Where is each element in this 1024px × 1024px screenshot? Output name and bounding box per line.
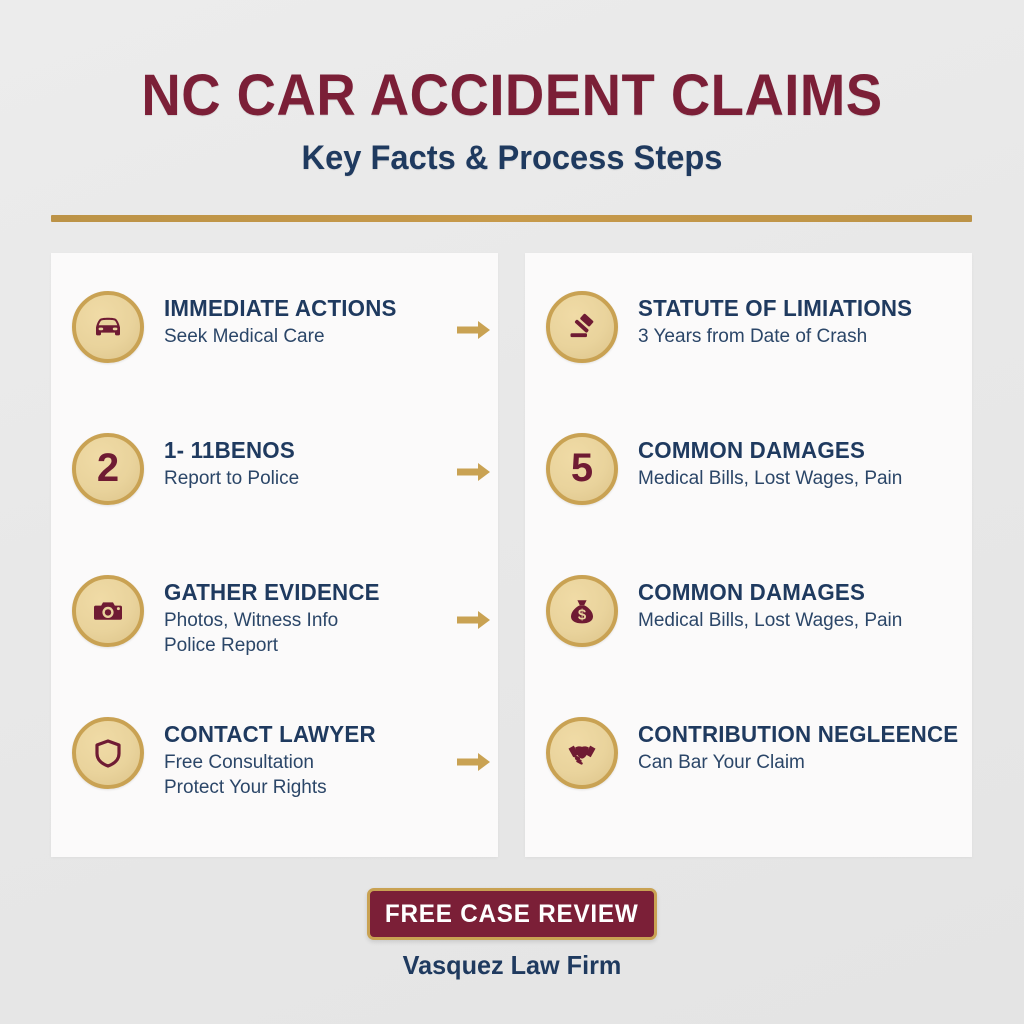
number-2-badge: 2 — [72, 433, 144, 505]
header-divider — [51, 215, 972, 222]
item-subline: Can Bar Your Claim — [638, 752, 805, 773]
car-icon — [72, 291, 144, 363]
item-title: CONTACT LAWYER — [164, 721, 376, 747]
left-panel: IMMEDIATE ACTIONS Seek Medical Care 2 1-… — [51, 253, 498, 857]
item-text-block: CONTACT LAWYER Free Consultation Protect… — [164, 717, 450, 800]
item-text-block: STATUTE OF LIMIATIONS 3 Years from Date … — [638, 291, 972, 349]
list-item[interactable]: GATHER EVIDENCE Photos, Witness Info Pol… — [72, 575, 492, 658]
cta-label: FREE CASE REVIEW — [385, 899, 639, 928]
item-title: COMMON DAMAGES — [638, 437, 866, 463]
right-panel: STATUTE OF LIMIATIONS 3 Years from Date … — [525, 253, 972, 857]
page-title: NC CAR ACCIDENT CLAIMS — [141, 63, 883, 128]
firm-name: Vasquez Law Firm — [402, 950, 622, 980]
item-text-block: IMMEDIATE ACTIONS Seek Medical Care — [164, 291, 450, 349]
shield-icon — [72, 717, 144, 789]
svg-text:$: $ — [578, 607, 587, 624]
item-title: STATUTE OF LIMIATIONS — [638, 295, 913, 321]
list-item[interactable]: 2 1- 11BENOS Report to Police — [72, 433, 492, 505]
free-case-review-button[interactable]: FREE CASE REVIEW — [367, 888, 657, 940]
item-subline: Seek Medical Care — [164, 326, 325, 347]
item-subline: Photos, Witness Info — [164, 610, 339, 631]
item-subline: Police Report — [164, 635, 279, 656]
number-5-badge: 5 — [546, 433, 618, 505]
item-subline: Medical Bills, Lost Wages, Pain — [638, 610, 903, 631]
item-subline: Medical Bills, Lost Wages, Pain — [638, 468, 903, 489]
item-text-block: 1- 11BENOS Report to Police — [164, 433, 450, 491]
badge-number: 2 — [96, 446, 120, 490]
list-item[interactable]: STATUTE OF LIMIATIONS 3 Years from Date … — [546, 291, 972, 363]
item-title: COMMON DAMAGES — [638, 579, 866, 605]
item-title: CONTRIBUTION NEGLEENCE — [638, 721, 959, 747]
gavel-icon — [546, 291, 618, 363]
list-item[interactable]: $ COMMON DAMAGES Medical Bills, Lost Wag… — [546, 575, 972, 647]
item-subline: 3 Years from Date of Crash — [638, 326, 868, 347]
arrow-right-icon — [456, 461, 492, 483]
item-subline: Free Consultation — [164, 752, 314, 773]
handshake-icon — [546, 717, 618, 789]
item-text-block: COMMON DAMAGES Medical Bills, Lost Wages… — [638, 433, 972, 491]
arrow-right-icon — [456, 319, 492, 341]
item-text-block: CONTRIBUTION NEGLEENCE Can Bar Your Clai… — [638, 717, 972, 775]
item-text-block: GATHER EVIDENCE Photos, Witness Info Pol… — [164, 575, 450, 658]
item-subline: Protect Your Rights — [164, 777, 327, 798]
poster-header: NC CAR ACCIDENT CLAIMS Key Facts & Proce… — [0, 64, 1024, 180]
item-title: IMMEDIATE ACTIONS — [164, 295, 397, 321]
item-title: 1- 11BENOS — [164, 437, 295, 463]
item-subline: Report to Police — [164, 468, 300, 489]
list-item[interactable]: 5 COMMON DAMAGES Medical Bills, Lost Wag… — [546, 433, 972, 505]
arrow-right-icon — [456, 751, 492, 773]
camera-icon — [72, 575, 144, 647]
item-text-block: COMMON DAMAGES Medical Bills, Lost Wages… — [638, 575, 972, 633]
list-item[interactable]: CONTRIBUTION NEGLEENCE Can Bar Your Clai… — [546, 717, 972, 789]
page-subtitle: Key Facts & Process Steps — [301, 139, 723, 177]
badge-number: 5 — [570, 446, 594, 490]
item-title: GATHER EVIDENCE — [164, 579, 380, 605]
list-item[interactable]: IMMEDIATE ACTIONS Seek Medical Care — [72, 291, 492, 363]
arrow-right-icon — [456, 609, 492, 631]
money-bag-icon: $ — [546, 575, 618, 647]
list-item[interactable]: CONTACT LAWYER Free Consultation Protect… — [72, 717, 492, 800]
